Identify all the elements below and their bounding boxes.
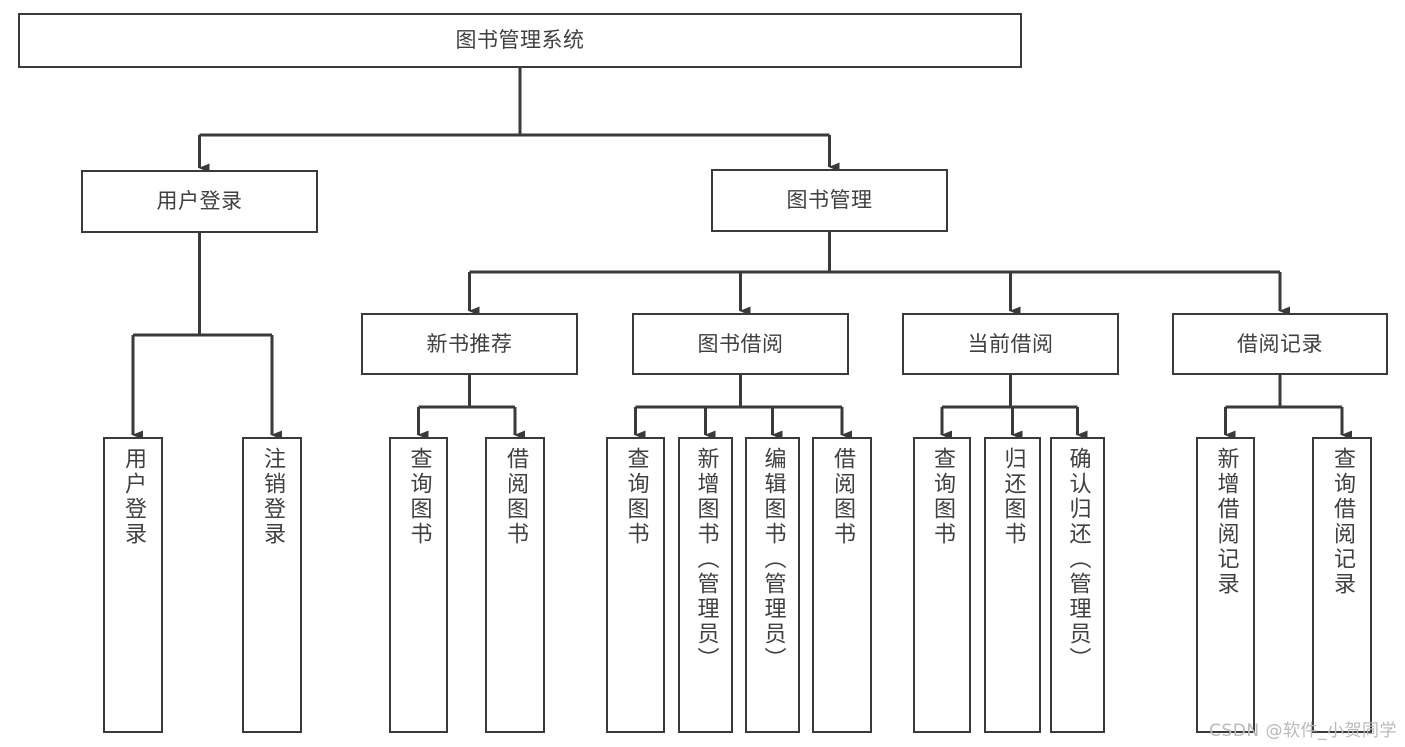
node-leaf-confirm-return[interactable]: 确认归还（管理员） — [1050, 437, 1105, 733]
node-label: 图书管理系统 — [455, 28, 585, 53]
node-root[interactable]: 图书管理系统 — [18, 13, 1022, 68]
node-leaf-query-book-3[interactable]: 查询图书 — [913, 437, 971, 733]
node-label: 图书借阅 — [697, 331, 784, 356]
node-label: 查询图书 — [930, 447, 955, 547]
node-label: 编辑图书（管理员） — [760, 447, 786, 672]
node-label: 查询图书 — [406, 447, 432, 547]
node-label: 用户登录 — [121, 447, 146, 547]
node-leaf-edit-book[interactable]: 编辑图书（管理员） — [745, 437, 800, 733]
node-label: 新增借阅记录 — [1213, 447, 1239, 597]
node-label: 注销登录 — [260, 447, 285, 547]
node-new-book-rec[interactable]: 新书推荐 — [361, 313, 578, 375]
node-label: 查询借阅记录 — [1330, 447, 1355, 597]
node-leaf-query-book-1[interactable]: 查询图书 — [389, 437, 448, 733]
node-leaf-add-book[interactable]: 新增图书（管理员） — [678, 437, 733, 733]
node-label: 图书管理 — [786, 188, 873, 213]
node-leaf-user-login[interactable]: 用户登录 — [103, 437, 163, 733]
node-leaf-logout[interactable]: 注销登录 — [242, 437, 302, 733]
node-current-borrow[interactable]: 当前借阅 — [902, 313, 1119, 375]
node-leaf-add-record[interactable]: 新增借阅记录 — [1196, 437, 1255, 733]
node-book-manage[interactable]: 图书管理 — [711, 169, 948, 232]
node-label: 借阅记录 — [1237, 331, 1323, 356]
node-leaf-query-record[interactable]: 查询借阅记录 — [1312, 437, 1372, 733]
node-leaf-borrow-book-2[interactable]: 借阅图书 — [812, 437, 872, 733]
csdn-watermark: CSDN @软件_小贺同学 — [1209, 721, 1397, 741]
node-label: 借阅图书 — [503, 447, 528, 547]
node-borrow-record[interactable]: 借阅记录 — [1172, 313, 1388, 375]
node-label: 确认归还（管理员） — [1065, 447, 1091, 672]
node-leaf-borrow-book-1[interactable]: 借阅图书 — [485, 437, 545, 733]
node-user-login[interactable]: 用户登录 — [81, 170, 318, 233]
node-label: 归还图书 — [1000, 447, 1026, 547]
node-label: 查询图书 — [623, 447, 649, 547]
node-label: 用户登录 — [156, 189, 243, 214]
node-book-borrow[interactable]: 图书借阅 — [632, 313, 849, 375]
node-leaf-query-book-2[interactable]: 查询图书 — [606, 437, 665, 733]
node-label: 当前借阅 — [967, 331, 1054, 356]
node-leaf-return-book[interactable]: 归还图书 — [984, 437, 1041, 733]
node-label: 新增图书（管理员） — [693, 447, 719, 672]
node-label: 借阅图书 — [830, 447, 855, 547]
node-label: 新书推荐 — [426, 331, 513, 356]
